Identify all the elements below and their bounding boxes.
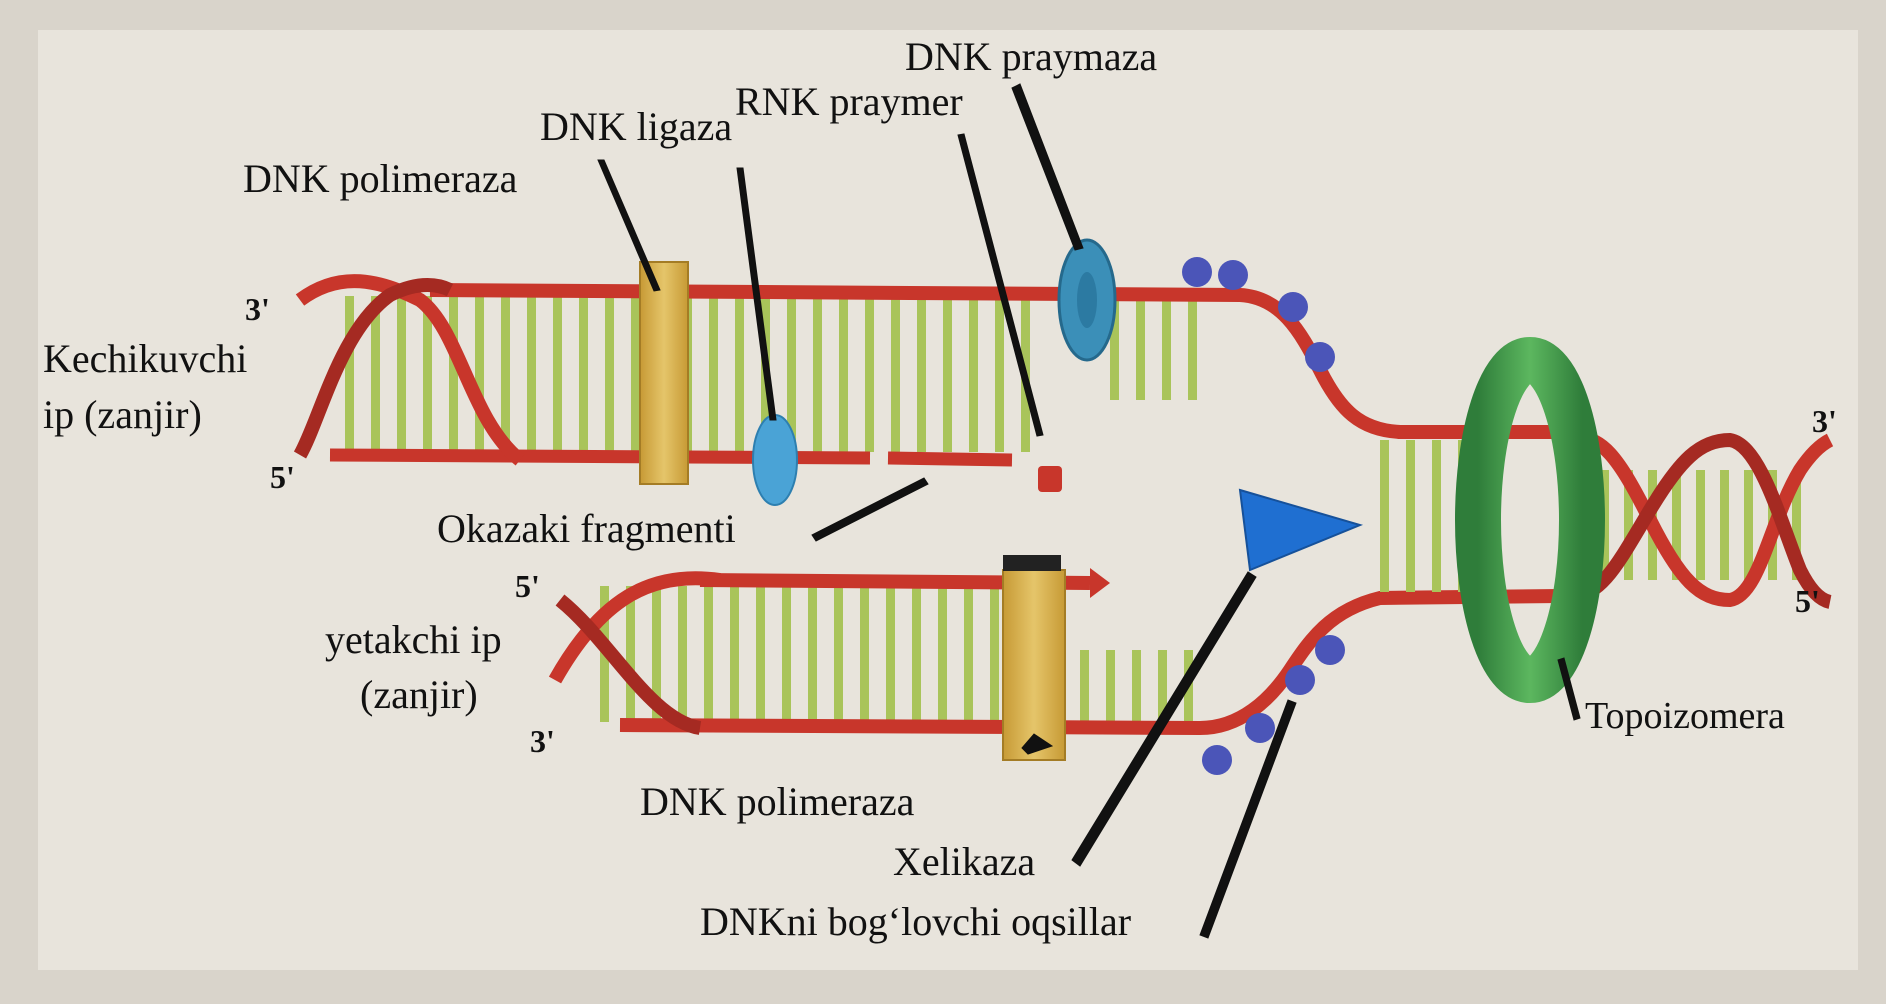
base-pair-rung: [1188, 300, 1197, 400]
ssb-protein: [1182, 257, 1212, 287]
base-pair-rung: [1696, 470, 1705, 580]
label-topoizomera: Topoizomera: [1585, 695, 1785, 737]
label-xelikaza: Xelikaza: [893, 839, 1035, 884]
base-pair-rung: [1432, 440, 1441, 592]
base-pair-rung: [449, 296, 458, 452]
base-pair-rung: [917, 296, 926, 452]
base-pair-rung: [475, 296, 484, 452]
base-pair-rung: [964, 586, 973, 722]
dna-polymerase-bottom: [1003, 570, 1065, 760]
base-pair-rung: [891, 296, 900, 452]
base-pair-rung: [808, 586, 817, 722]
base-pair-rung: [990, 586, 999, 722]
base-pair-rung: [839, 296, 848, 452]
base-pair-rung: [626, 586, 635, 722]
base-pair-rung: [969, 296, 978, 452]
base-pair-rung: [995, 296, 1004, 452]
base-pair-rung: [345, 296, 354, 452]
label-prime-5-mid: 5': [515, 568, 540, 604]
ssb-protein: [1202, 745, 1232, 775]
base-pair-rung: [735, 296, 744, 452]
ssb-protein: [1315, 635, 1345, 665]
base-pair-rung: [501, 296, 510, 452]
base-pair-rung: [886, 586, 895, 722]
base-pair-rung: [813, 296, 822, 452]
base-pair-rung: [938, 586, 947, 722]
base-pair-rung: [1380, 440, 1389, 592]
base-pair-rung: [678, 586, 687, 722]
dna-ligase: [753, 415, 797, 505]
ssb-protein: [1305, 342, 1335, 372]
base-pair-rung: [1136, 300, 1145, 400]
label-dnk-ligaza: DNK ligaza: [540, 104, 732, 149]
label-kechikuvchi-2: ip (zanjir): [43, 392, 202, 437]
base-pair-rung: [943, 296, 952, 452]
ssb-protein: [1218, 260, 1248, 290]
base-pair-rung: [605, 296, 614, 452]
base-pair-rung: [1132, 650, 1141, 722]
label-prime-3-bottom: 3': [530, 723, 555, 759]
label-prime-3-top: 3': [245, 291, 270, 327]
base-pair-rung: [704, 586, 713, 722]
base-pair-rung: [1720, 470, 1729, 580]
base-pair-rung: [1106, 650, 1115, 722]
rna-primer-piece: [1038, 466, 1062, 492]
base-pair-rung: [912, 586, 921, 722]
label-rnk-praymer: RNK praymer: [735, 79, 963, 124]
label-dnk-bog: DNKni bog‘lovchi oqsillar: [700, 899, 1131, 944]
label-dnk-praymaza: DNK praymaza: [905, 34, 1157, 79]
base-pair-rung: [1406, 440, 1415, 592]
ssb-protein: [1278, 292, 1308, 322]
base-pair-rung: [527, 296, 536, 452]
okazaki-fragment-strand: [888, 458, 1012, 460]
base-pair-rung: [1744, 470, 1753, 580]
base-pair-rung: [834, 586, 843, 722]
base-pair-rung: [865, 296, 874, 452]
label-yetakchi-2: (zanjir): [360, 672, 478, 717]
label-dnk-polimeraza-bottom: DNK polimeraza: [640, 779, 915, 824]
label-kechikuvchi-1: Kechikuvchi: [43, 336, 247, 381]
base-pair-rung: [553, 296, 562, 452]
ssb-protein: [1285, 665, 1315, 695]
label-prime-3-right: 3': [1812, 403, 1837, 439]
ssb-protein: [1245, 713, 1275, 743]
dna-polymerase-top: [640, 262, 688, 484]
dna-primase-core: [1077, 272, 1097, 328]
base-pair-rung: [709, 296, 718, 452]
base-pair-rung: [397, 296, 406, 452]
base-pair-rung: [782, 586, 791, 722]
base-pair-rung: [631, 296, 640, 452]
base-pair-rung: [579, 296, 588, 452]
label-dnk-polimeraza-top: DNK polimeraza: [243, 156, 518, 201]
label-prime-5-right: 5': [1795, 583, 1820, 619]
label-okazaki: Okazaki fragmenti: [437, 506, 736, 551]
label-yetakchi-1: yetakchi ip: [325, 617, 502, 662]
polymerase-clamp: [1003, 555, 1061, 571]
base-pair-rung: [1162, 300, 1171, 400]
base-pair-rung: [730, 586, 739, 722]
base-pair-rung: [756, 586, 765, 722]
base-pair-rung: [860, 586, 869, 722]
label-prime-5-top: 5': [270, 459, 295, 495]
base-pair-rung: [1080, 650, 1089, 722]
